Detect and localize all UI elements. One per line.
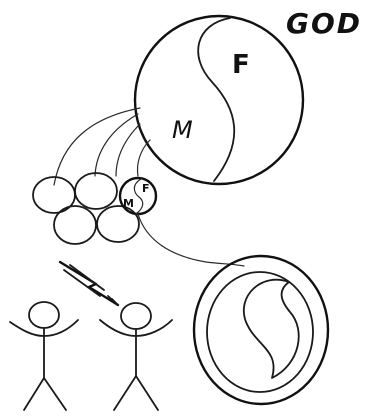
stick-figure-left-legs	[23, 377, 67, 411]
incarnated-outer-circle	[192, 254, 330, 406]
soul-bubble-3	[53, 205, 97, 245]
god-circle-outline	[133, 14, 305, 186]
soul-cluster: F M	[32, 172, 158, 245]
emanation-line-3	[115, 123, 141, 177]
stick-figure-right-head	[120, 302, 152, 330]
emanation-line-2	[94, 113, 139, 177]
incarnated-soul-circle	[192, 254, 330, 406]
soul-yin-yang: F M	[118, 176, 158, 216]
soul-label-feminine: F	[142, 182, 150, 195]
lightning-streak-2	[63, 269, 101, 297]
incarnated-inner-circle	[206, 271, 314, 393]
lightning-strike	[58, 260, 120, 307]
soul-yin-yang-divider	[133, 178, 144, 215]
god-circle: F M	[133, 14, 305, 186]
god-label-feminine: F	[232, 50, 250, 80]
soul-bubble-4	[96, 205, 140, 243]
incarnated-crescent	[243, 278, 300, 379]
stick-figure-right-arms	[99, 319, 173, 337]
lightning-streak-1	[69, 264, 105, 291]
stick-figure-left-head	[28, 301, 60, 329]
incarnation-line	[137, 213, 245, 267]
emanation-lines	[53, 107, 151, 186]
god-label-masculine: M	[172, 116, 193, 144]
lightning-arrowhead	[107, 295, 119, 306]
stick-figure-left-arms	[9, 319, 79, 337]
stick-figure-right	[99, 302, 173, 411]
lightning-bolt	[58, 260, 120, 307]
soul-label-masculine: M	[123, 197, 134, 210]
emanation-line-4	[136, 139, 151, 177]
soul-bubble-2	[74, 172, 118, 210]
stick-figure-right-legs	[113, 375, 159, 411]
title-god: GOD	[286, 7, 362, 40]
emanation-line-1	[53, 107, 141, 186]
god-yin-yang-divider	[197, 17, 236, 182]
stick-figure-left	[9, 301, 79, 411]
